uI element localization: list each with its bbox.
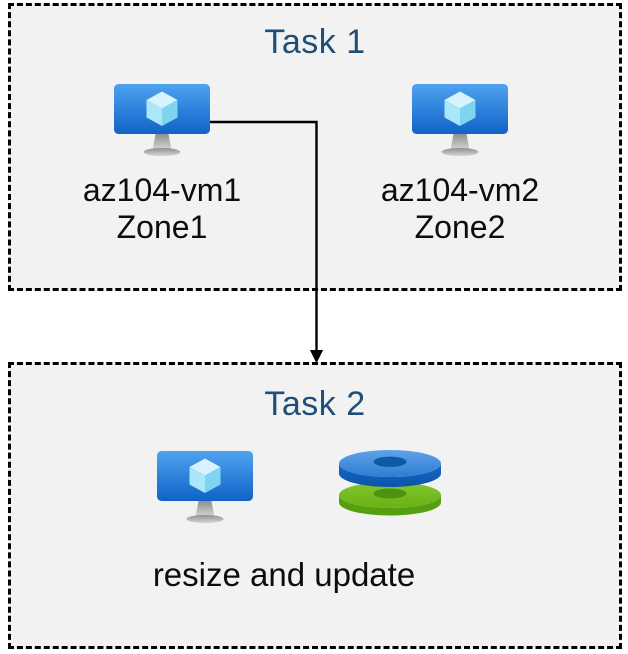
vm2-name: az104-vm2 [380,172,540,208]
task2-vm-group [157,451,253,525]
task2-panel: Task 2 [8,362,622,649]
task2-caption: resize and update [152,556,416,593]
virtual-machine-icon [412,84,508,158]
task2-title: Task 2 [264,385,366,423]
disks-icon [336,446,444,518]
virtual-machine-icon [157,451,253,525]
vm1-label: az104-vm1 Zone1 [42,172,282,246]
task1-panel: Task 1 [8,3,622,291]
vm2-group [412,84,508,158]
task1-title: Task 1 [264,23,366,61]
vm1-name: az104-vm1 [82,172,242,208]
vm1-zone: Zone1 [116,209,208,245]
vm2-label: az104-vm2 Zone2 [340,172,580,246]
vm2-zone: Zone2 [414,209,506,245]
vm1-group [114,84,210,158]
virtual-machine-icon [114,84,210,158]
